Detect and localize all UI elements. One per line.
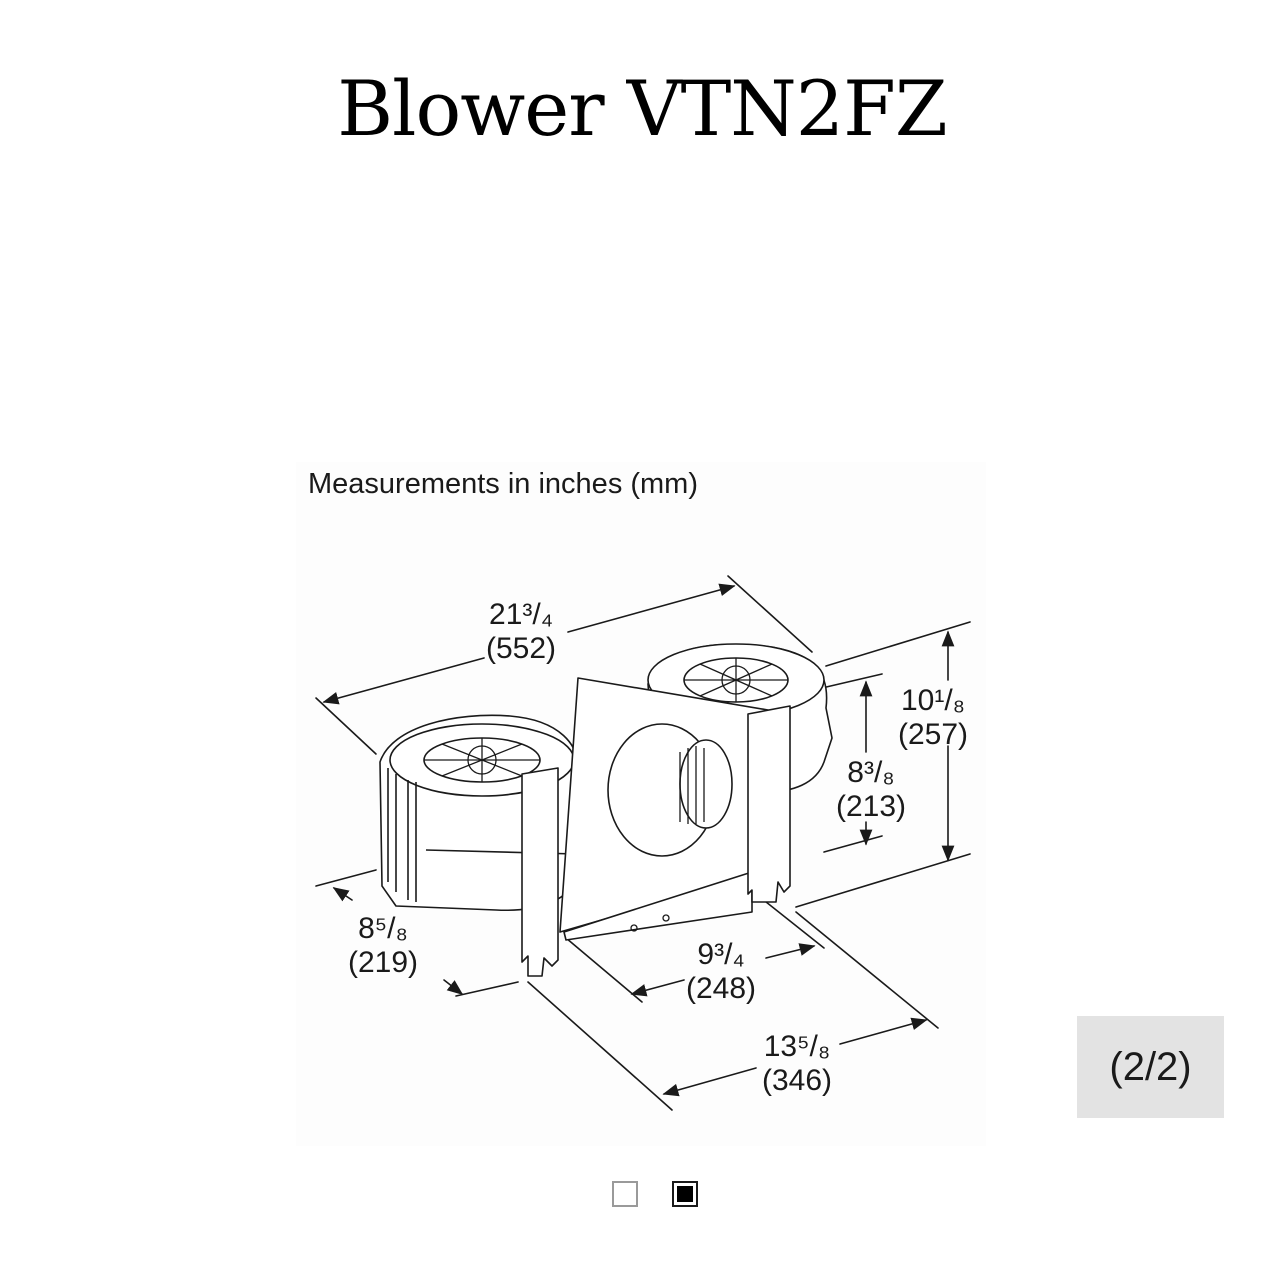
measurement-caption: Measurements in inches (mm) (308, 468, 698, 500)
dimension-height-total: 10¹/₈ (257) (898, 684, 969, 751)
slide-dot-1[interactable] (612, 1181, 638, 1207)
dimension-blower-depth: 8⁵/₈ (219) (348, 912, 419, 979)
dimension-width: 21³/₄ (552) (486, 598, 557, 665)
dimension-drawing: Measurements in inches (mm) (296, 462, 986, 1146)
slide-dot-2-active[interactable] (672, 1181, 698, 1207)
page-title: Blower VTN2FZ (337, 63, 947, 153)
blower-line-drawing (315, 575, 971, 1111)
dimension-bracket-depth: 9³/₄ (248) (686, 938, 757, 1005)
dimension-overall-depth: 13⁵/₈ (346) (762, 1030, 833, 1097)
slide-pagination (612, 1181, 704, 1213)
slide-counter: (2/2) (1077, 1016, 1224, 1118)
dimension-height-housing: 8³/₈ (213) (836, 756, 907, 823)
